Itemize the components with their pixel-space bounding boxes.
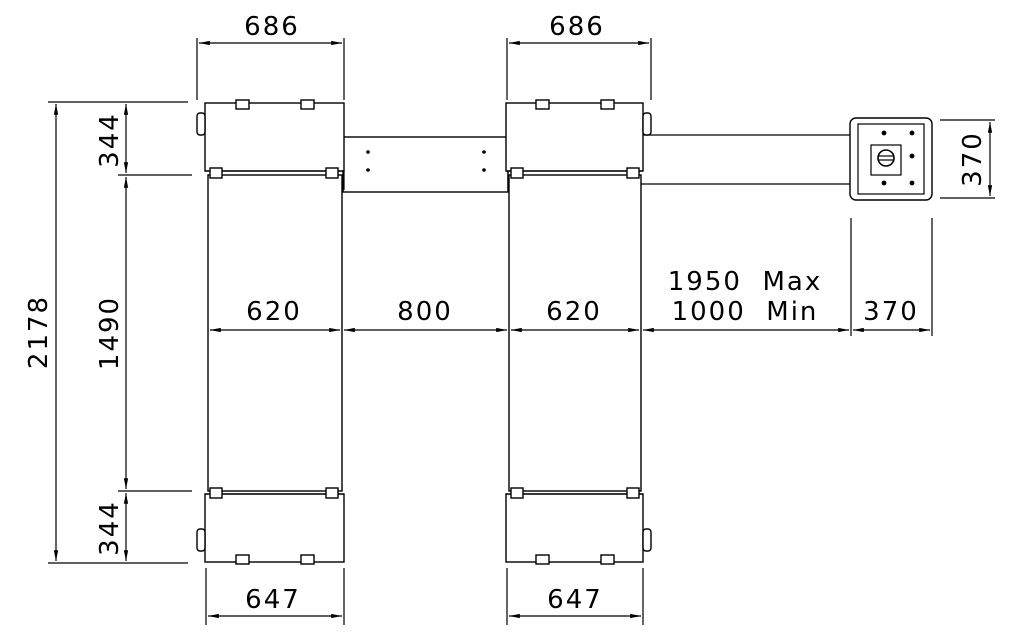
dim-gap-width: 800 (397, 297, 453, 327)
control-console (849, 117, 933, 201)
left-top-column (196, 99, 345, 190)
dim-top-right-width: 686 (549, 12, 605, 42)
dim-top-left-width: 686 (244, 12, 300, 42)
dim-console-width: 370 (863, 297, 919, 327)
dim-cable-min: 1000 Min (672, 297, 819, 327)
dim-bottom-left-width: 647 (245, 585, 301, 615)
dim-total-height: 2178 (24, 295, 54, 369)
dim-right-runway-width: 620 (546, 297, 602, 327)
cross-beam (342, 136, 509, 193)
dim-left-runway-width: 620 (246, 297, 302, 327)
right-runway (508, 174, 642, 492)
dim-console-height: 370 (958, 131, 988, 187)
left-runway (207, 174, 343, 492)
dim-middle-height: 1490 (95, 296, 125, 370)
dim-top-block-height: 344 (95, 112, 125, 168)
console-arm (641, 134, 850, 185)
dim-bottom-block-height: 344 (95, 500, 125, 556)
right-top-column (505, 99, 652, 190)
right-bottom-column (505, 487, 652, 565)
dim-cable-max: 1950 Max (668, 267, 822, 297)
main-switch-icon (877, 149, 895, 167)
left-bottom-column (196, 487, 345, 565)
dim-bottom-right-width: 647 (547, 585, 603, 615)
